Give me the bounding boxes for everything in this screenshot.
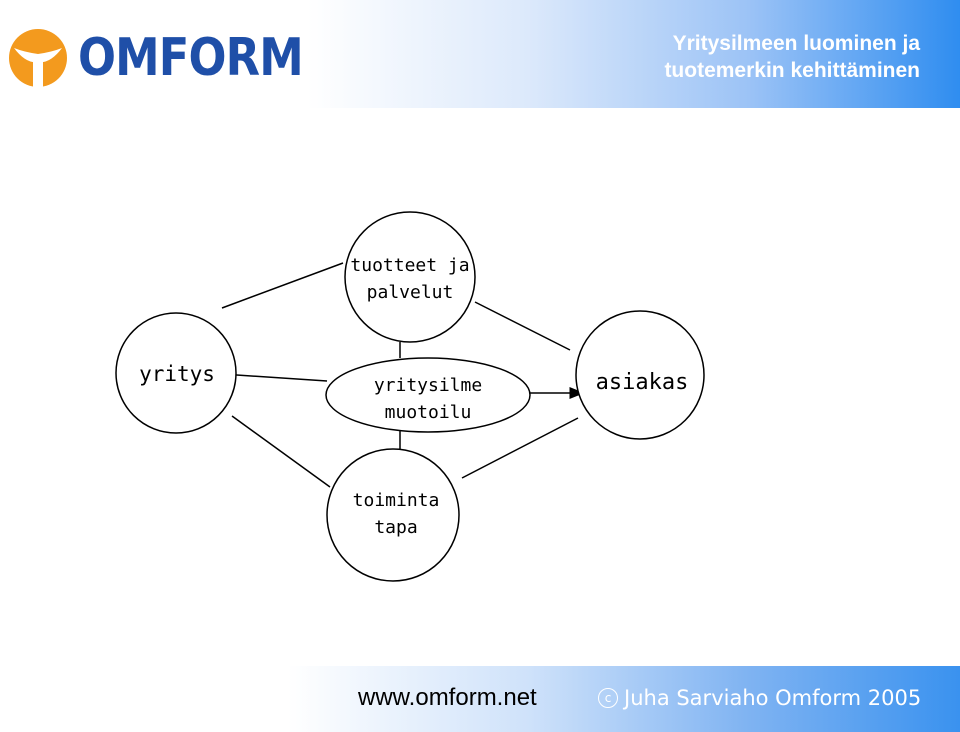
label-products-line-2: palvelut	[367, 282, 454, 303]
omform-logo-icon	[9, 29, 67, 88]
connector-company-identity	[221, 373, 328, 382]
omform-logo: OMFORM	[6, 18, 339, 98]
footer-url: www.omform.net	[358, 684, 537, 711]
node-products	[344, 211, 476, 343]
label-operations-line-1: toiminta	[353, 490, 440, 511]
page-title-line-2: tuotemerkin kehittäminen	[664, 59, 920, 82]
label-identity-line-2: muotoilu	[385, 402, 472, 423]
node-operations	[326, 448, 460, 582]
connector-operations-customer	[461, 417, 579, 479]
node-customer	[575, 310, 705, 440]
label-operations-line-2: tapa	[374, 517, 417, 538]
label-products-line-1: tuotteet ja	[350, 255, 469, 276]
node-company	[115, 312, 237, 434]
footer-copyright: c Juha Sarviaho Omform 2005	[598, 686, 921, 710]
page-title: Yritysilmeen luominen ja tuotemerkin keh…	[500, 30, 920, 84]
label-company: yritys	[139, 362, 215, 386]
label-identity-line-1: yritysilme	[374, 375, 482, 396]
label-customer: asiakas	[596, 370, 689, 395]
connector-company-products	[221, 262, 344, 309]
page-title-line-1: Yritysilmeen luominen ja	[672, 32, 920, 55]
connector-products-customer	[474, 301, 571, 351]
brand-wordmark: OMFORM	[78, 28, 304, 88]
header-band	[0, 0, 960, 108]
node-identity	[325, 357, 531, 433]
connector-company-operations	[231, 415, 331, 488]
copyright-icon: c	[598, 688, 618, 708]
footer-band	[0, 666, 960, 732]
footer-copyright-text: Juha Sarviaho Omform 2005	[624, 686, 922, 710]
